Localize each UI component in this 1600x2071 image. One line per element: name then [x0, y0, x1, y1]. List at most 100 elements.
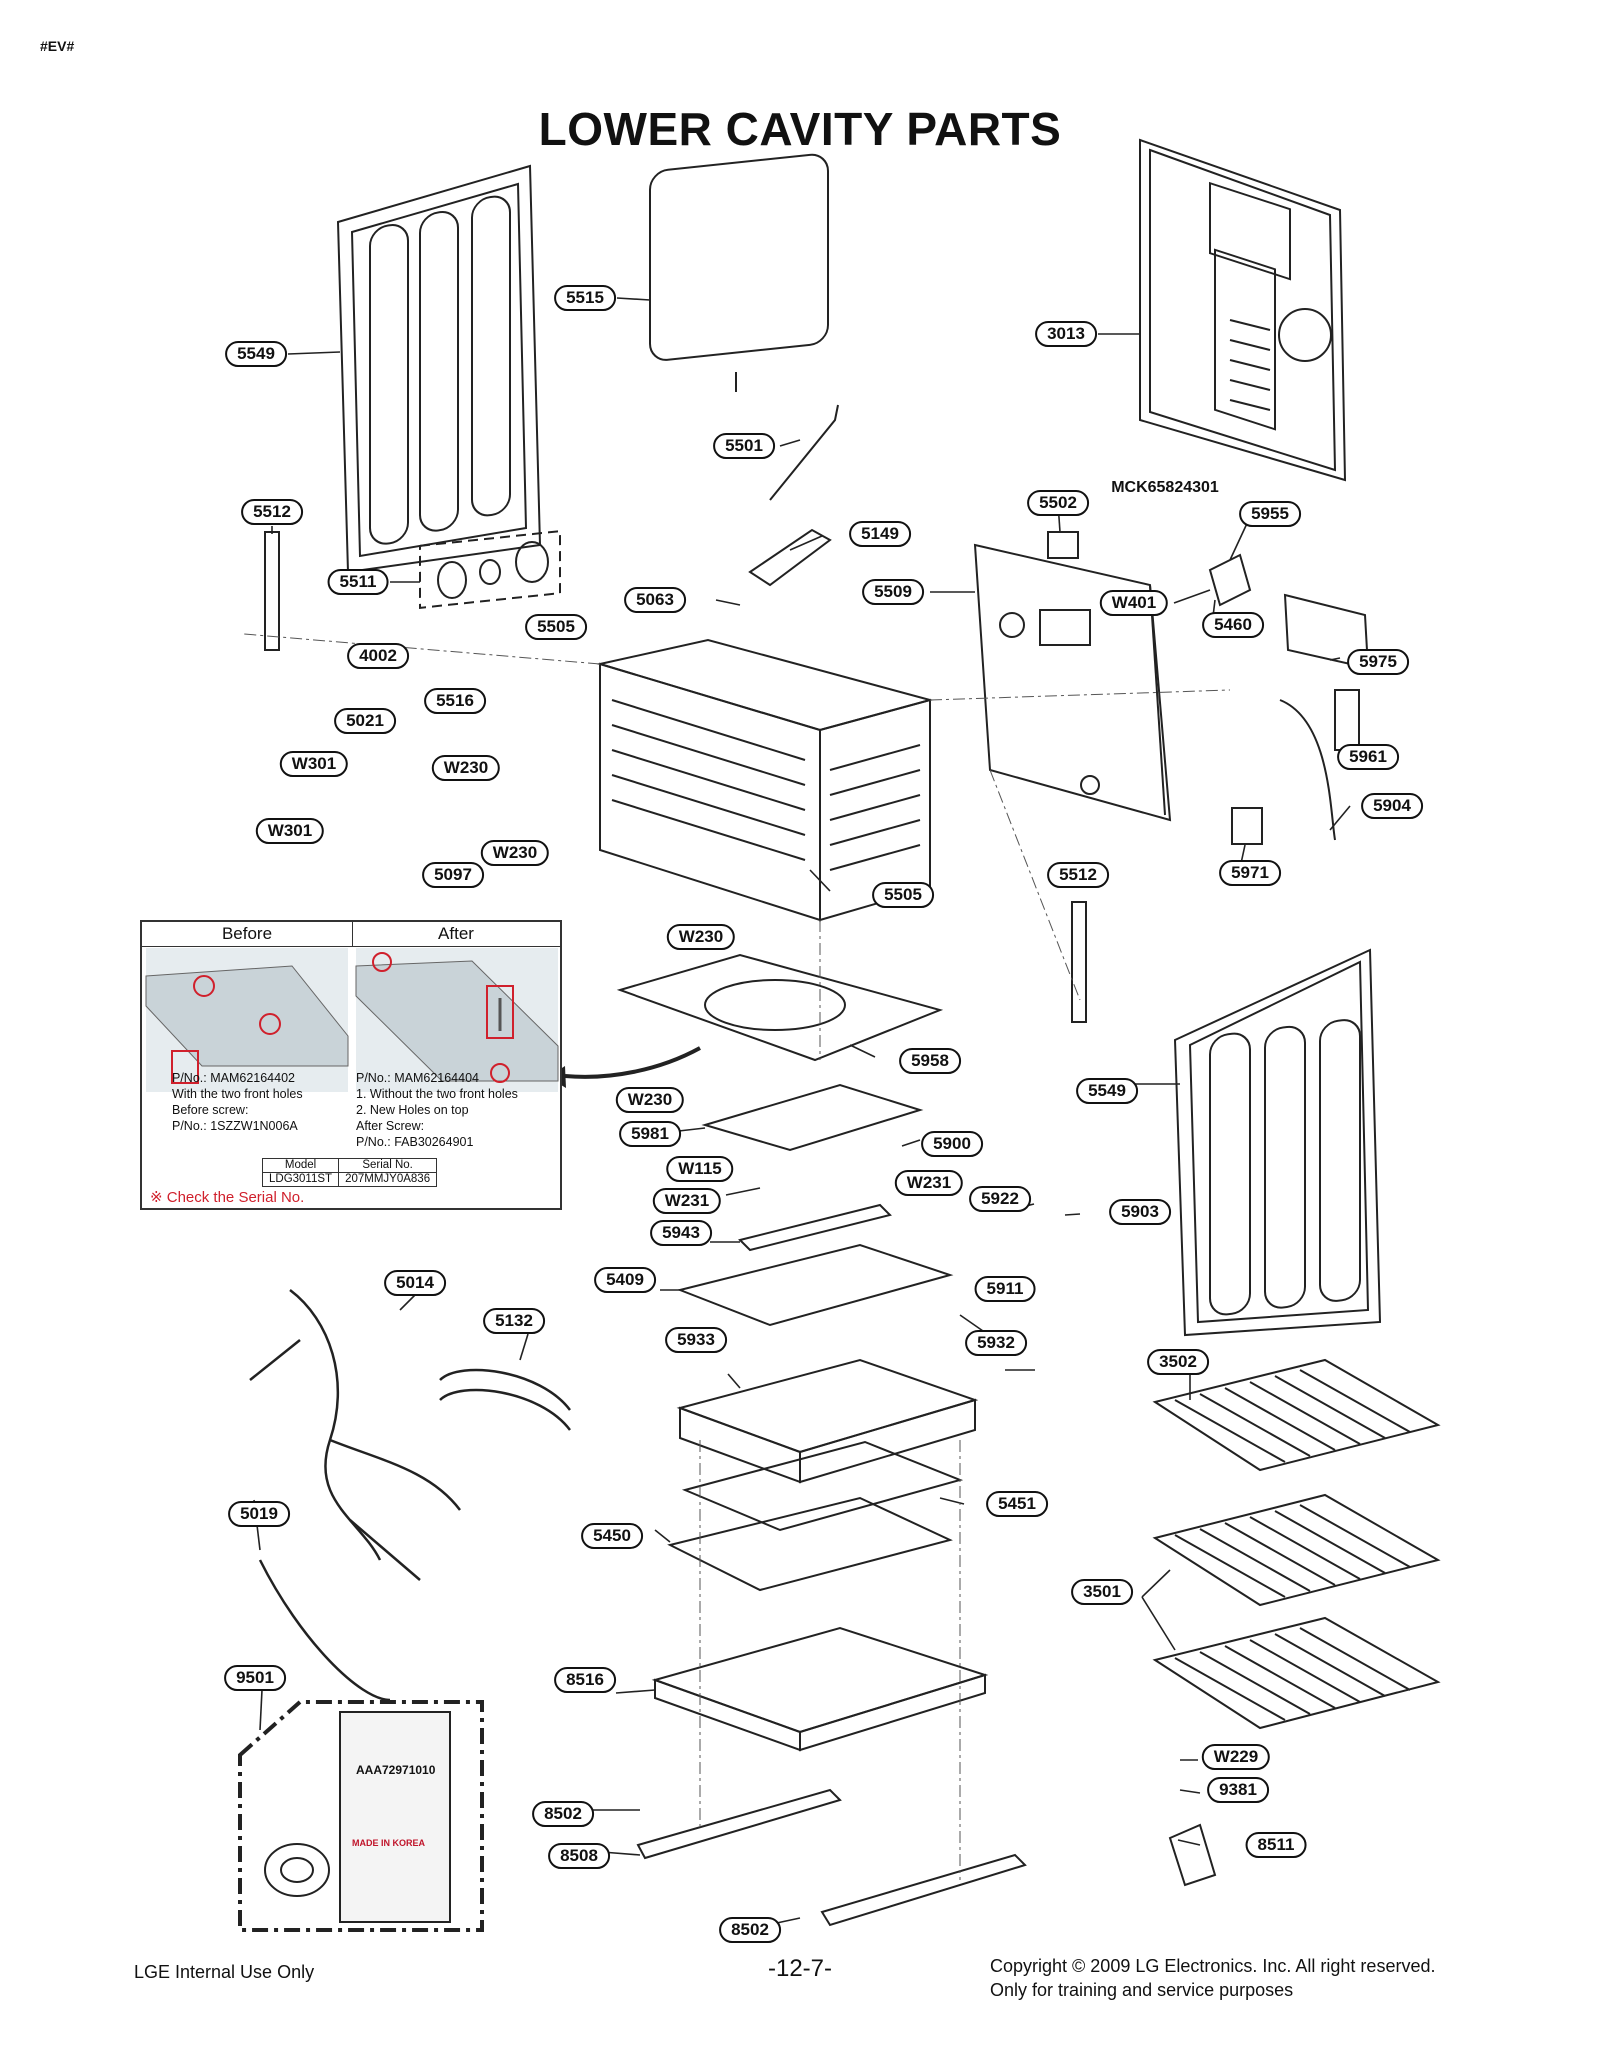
callout-8502-a: 8502 — [532, 1801, 594, 1827]
corner-tag: #EV# — [40, 38, 75, 54]
callout-W230-a: W230 — [431, 755, 501, 781]
callout-W301-b: W301 — [255, 818, 325, 844]
side-panel-lower-right — [1173, 948, 1382, 1337]
callout-5460: 5460 — [1202, 612, 1264, 638]
before-note-line: Before screw: — [172, 1103, 249, 1117]
mck-part-number: MCK65824301 — [1111, 479, 1219, 496]
before-title: Before — [142, 922, 353, 947]
callout-W301-a: W301 — [279, 751, 349, 777]
plate-5450 — [667, 1496, 953, 1592]
rod — [769, 404, 839, 501]
callout-5511: 5511 — [327, 569, 389, 595]
callout-5019: 5019 — [228, 1501, 290, 1527]
callout-5021: 5021 — [334, 708, 396, 734]
callout-5943: 5943 — [650, 1220, 712, 1246]
callout-8511: 8511 — [1245, 1832, 1307, 1858]
page-title: LOWER CAVITY PARTS — [538, 103, 1062, 155]
kit-code: AAA72971010 — [356, 1763, 436, 1777]
callout-5933: 5933 — [665, 1327, 727, 1353]
footer-right: Copyright © 2009 LG Electronics. Inc. Al… — [990, 1954, 1435, 2002]
rail-left — [264, 531, 280, 651]
component-5961 — [1334, 689, 1360, 751]
callout-5549-upper: 5549 — [225, 341, 287, 367]
callout-W230-b: W230 — [480, 840, 550, 866]
kit-bag — [339, 1711, 451, 1923]
kit-ring — [264, 1843, 330, 1897]
callout-5955: 5955 — [1239, 501, 1301, 527]
callout-5971: 5971 — [1219, 860, 1281, 886]
side-panel-upper-left — [336, 164, 542, 574]
bottom-plate-8516 — [651, 1626, 989, 1752]
tray-5933 — [676, 1358, 979, 1484]
rack-3501-b — [1152, 1616, 1441, 1730]
oven-cavity — [596, 638, 934, 922]
callout-5515: 5515 — [554, 285, 616, 311]
bracket-8511 — [1168, 1823, 1217, 1887]
after-title: After — [352, 922, 560, 947]
callout-5451: 5451 — [986, 1491, 1048, 1517]
callout-3013: 3013 — [1035, 321, 1097, 347]
page-number: -12-7- — [767, 1955, 833, 1982]
copyright-line: Copyright © 2009 LG Electronics. Inc. Al… — [990, 1956, 1436, 1976]
floor-plate — [616, 953, 944, 1062]
callout-W231-b: W231 — [652, 1188, 722, 1214]
callout-W231-a: W231 — [894, 1170, 964, 1196]
callout-5549-lower: 5549 — [1076, 1078, 1138, 1104]
table-header: Serial No. — [338, 1158, 438, 1173]
rear-panel — [1139, 138, 1347, 482]
wire-harness — [249, 1289, 461, 1702]
inset-arrow — [564, 1046, 701, 1079]
before-note-line: P/No.: 1SZZW1N006A — [172, 1119, 298, 1133]
before-after-inset: Before After P/No.: MAM62164402 With the… — [140, 920, 562, 1210]
callout-5063: 5063 — [624, 587, 686, 613]
burner-tube — [738, 1203, 892, 1252]
kit-outline — [238, 1700, 484, 1932]
after-note-line: P/No.: MAM62164404 — [356, 1071, 479, 1085]
callout-5903: 5903 — [1109, 1199, 1171, 1225]
rack-3502 — [1152, 1358, 1441, 1472]
rack-3501-a — [1152, 1493, 1441, 1607]
serial-table: Model Serial No. LDG3011ST 207MMJY0A836 — [261, 1158, 438, 1187]
door-gasket — [649, 153, 829, 392]
callout-3501: 3501 — [1071, 1579, 1133, 1605]
component-5971 — [1231, 807, 1263, 845]
baffle-5409 — [676, 1243, 954, 1327]
table-cell: 207MMJY0A836 — [338, 1172, 438, 1187]
callout-5981: 5981 — [619, 1121, 681, 1147]
callout-5516: 5516 — [424, 688, 486, 714]
callout-5911: 5911 — [974, 1276, 1036, 1302]
rail-8502-b — [820, 1853, 1027, 1927]
callout-8502-b: 8502 — [719, 1917, 781, 1943]
lamp-assembly — [419, 530, 561, 609]
callout-5932: 5932 — [965, 1330, 1027, 1356]
component-5955 — [1208, 553, 1252, 607]
callout-W115: W115 — [666, 1156, 734, 1182]
after-note-line: 2. New Holes on top — [356, 1103, 469, 1117]
before-note-line: With the two front holes — [172, 1087, 303, 1101]
table-cell: LDG3011ST — [261, 1172, 340, 1187]
callout-3502: 3502 — [1147, 1349, 1209, 1375]
callout-5512-left: 5512 — [241, 499, 303, 525]
component-5502 — [1047, 531, 1079, 559]
callout-W229: W229 — [1201, 1744, 1271, 1770]
callout-5958: 5958 — [899, 1048, 961, 1074]
table-header: Model — [261, 1158, 340, 1173]
callout-W230-c: W230 — [666, 924, 736, 950]
callout-5922: 5922 — [969, 1186, 1031, 1212]
kit-origin: MADE IN KOREA — [352, 1838, 426, 1848]
after-note-line: After Screw: — [356, 1119, 425, 1133]
callout-4002: 4002 — [347, 643, 409, 669]
callout-5505-top: 5505 — [525, 614, 587, 640]
training-line: Only for training and service purposes — [990, 1980, 1294, 2000]
after-note-line: P/No.: FAB30264901 — [356, 1135, 474, 1149]
callout-5505-bottom: 5505 — [872, 882, 934, 908]
callout-5501: 5501 — [713, 433, 775, 459]
callout-5132: 5132 — [483, 1308, 545, 1334]
callout-9501: 9501 — [224, 1665, 286, 1691]
callout-5149: 5149 — [849, 521, 911, 547]
before-note-line: P/No.: MAM62164402 — [172, 1071, 295, 1085]
callout-8516: 8516 — [554, 1667, 616, 1693]
wire-5904 — [1279, 699, 1336, 841]
burner-bracket — [701, 1083, 924, 1152]
bracket — [748, 528, 832, 587]
